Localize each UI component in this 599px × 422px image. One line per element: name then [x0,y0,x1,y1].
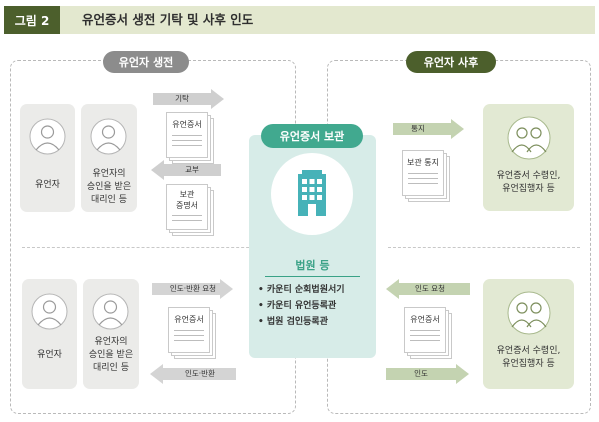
list-item: • 법원 검인등록관 [258,317,328,327]
left-divider [22,247,284,248]
actor-label: 유언자의 승인을 받은 대리인 등 [88,337,134,373]
center-subtitle: 법원 등 [295,259,330,272]
arrow-right-icon [152,279,233,299]
person-icon [29,118,66,155]
arrow-label-delivery-request: 인도 요청 [415,284,445,293]
actor-label: 유언자 [35,180,60,190]
building-icon [298,170,326,216]
actor-box-agent-bottom: 유언자의 승인을 받은 대리인 등 [83,279,139,389]
actor-label: 유언증서 수령인, 유언집행자 등 [496,171,561,194]
figure-title: 유언증서 생전 기탁 및 사후 인도 [82,12,254,27]
actor-box-testator-top: 유언자 [20,104,75,212]
actor-box-agent-top: 유언자의 승인을 받은 대리인 등 [81,104,137,212]
arrow-right-icon [153,89,224,109]
arrow-label-issue: 교부 [185,165,199,174]
center-subtitle-underline [265,276,360,277]
center-list: • 카운티 순회법원서기 • 카운티 유언등록관 • 법원 검인등록관 [258,282,374,330]
actor-label: 유언증서 수령인, 유언집행자 등 [496,346,561,369]
arrow-left-icon [151,160,221,180]
right-divider [388,247,580,248]
actor-label: 유언자 [37,350,62,360]
center-title: 유언증서 보관 [261,124,363,148]
right-panel-title: 유언자 사후 [406,51,496,73]
person-icon [90,118,127,155]
document-label: 보관 통지 [407,158,439,167]
document-label: 유언증서 [174,315,204,324]
document-icon: 보관 증명서 [166,184,208,230]
arrow-label-return: 인도·반환 [185,369,215,378]
document-icon: 유언증서 [404,307,446,353]
arrow-label-deposit: 기탁 [175,94,189,103]
two-persons-icon [507,291,551,335]
document-icon: 유언증서 [168,307,210,353]
header-bar [4,6,595,34]
person-icon [92,293,129,330]
recipient-box-top: 유언증서 수령인, 유언집행자 등 [483,104,574,211]
person-icon [31,293,68,330]
arrow-right-icon [393,119,464,139]
actor-label: 유언자의 승인을 받은 대리인 등 [86,169,132,205]
two-persons-icon [507,116,551,160]
arrow-label-return-request: 인도·반환 요청 [169,284,217,293]
document-label: 유언증서 [410,315,440,324]
actor-box-testator-bottom: 유언자 [22,279,77,389]
arrow-left-icon [386,279,470,299]
list-item: • 카운티 순회법원서기 [258,285,345,295]
figure-tag: 그림 2 [4,6,60,34]
document-icon: 보관 통지 [402,150,444,196]
left-panel-title: 유언자 생전 [103,51,189,73]
arrow-label-notice: 통지 [411,124,425,133]
document-label: 유언증서 [172,120,202,129]
arrow-label-delivery: 인도 [414,369,428,378]
recipient-box-bottom: 유언증서 수령인, 유언집행자 등 [483,279,574,389]
arrow-right-icon [386,364,469,384]
document-label: 보관 증명서 [175,190,199,210]
document-icon: 유언증서 [166,112,208,158]
arrow-left-icon [150,364,236,384]
list-item: • 카운티 유언등록관 [258,301,337,311]
